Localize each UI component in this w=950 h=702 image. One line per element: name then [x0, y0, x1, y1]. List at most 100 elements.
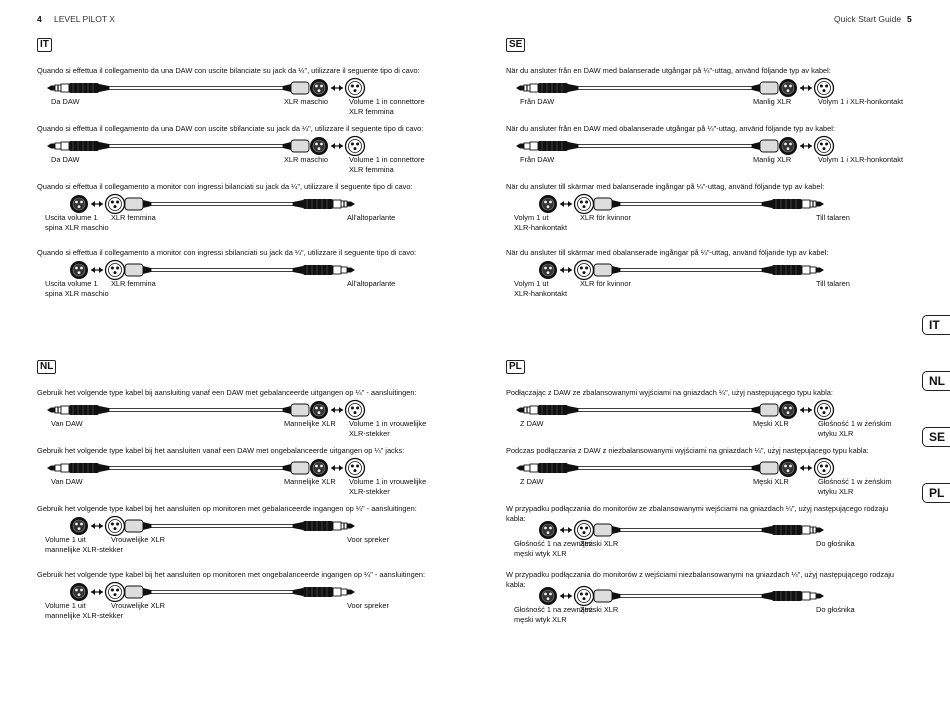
side-tab-pl[interactable]: PL [922, 483, 950, 503]
xlr-plug-icon [124, 519, 151, 533]
cable-caption: Quando si effettua il collegamento a mon… [37, 248, 417, 257]
xlr-plug-icon [752, 139, 779, 153]
ts-jack-icon [516, 463, 578, 473]
double-arrow-icon [800, 85, 812, 91]
cable-line [619, 267, 763, 272]
double-arrow-icon [800, 143, 812, 149]
xlr-male-icon [539, 521, 557, 539]
xlr-male-icon [310, 79, 328, 97]
cable-diagram [539, 259, 824, 281]
destination-label: Głośność 1 w żeńskim wtyku XLR [818, 419, 892, 438]
xlr-male-icon [70, 517, 88, 535]
double-arrow-icon [91, 523, 103, 529]
xlr-male-icon [779, 137, 797, 155]
side-tab-nl[interactable]: NL [922, 371, 950, 391]
cable-diagram [70, 193, 355, 215]
source-label: Volym 1 ut XLR-hankontakt [514, 213, 567, 232]
xlr-label: Żeński XLR [580, 539, 619, 548]
side-tab-se[interactable]: SE [922, 427, 950, 447]
cable-caption: Podłączając z DAW ze zbalansowanymi wyjś… [506, 388, 833, 397]
xlr-plug-icon [752, 81, 779, 95]
cable-line [577, 465, 753, 470]
double-arrow-icon [91, 201, 103, 207]
ts-jack-icon [47, 141, 109, 151]
double-arrow-icon [800, 465, 812, 471]
cable-line [619, 527, 763, 532]
cable-caption: W przypadku podłączania do monitorów z w… [506, 570, 894, 589]
ts-jack-icon [293, 587, 355, 597]
cable-caption: När du ansluter till skärmar med obalans… [506, 248, 829, 257]
destination-label: Volume 1 in vrouwelijke XLR-stekker [349, 419, 427, 438]
xlr-female-icon [813, 399, 835, 421]
xlr-male-icon [310, 401, 328, 419]
double-arrow-icon [560, 267, 572, 273]
source-label: Da DAW [51, 97, 80, 106]
trs-jack-icon [47, 83, 109, 93]
cable-caption: När du ansluter från en DAW med obalanse… [506, 124, 835, 133]
xlr-male-icon [779, 459, 797, 477]
destination-label: Voor spreker [347, 601, 389, 610]
destination-label: Volume 1 in connettore XLR femmina [349, 97, 425, 116]
left-page-number: 4 [37, 14, 42, 24]
source-label: Uscita volume 1 spina XLR maschio [45, 213, 109, 232]
cable-caption: Gebruik het volgende type kabel bij het … [37, 570, 426, 579]
xlr-plug-icon [593, 523, 620, 537]
right-header-title: Quick Start Guide [834, 14, 902, 24]
cable-diagram [516, 77, 835, 99]
ts-jack-icon [293, 265, 355, 275]
cable-line [150, 523, 294, 528]
xlr-plug-icon [124, 197, 151, 211]
xlr-label: Vrouwelijke XLR [111, 535, 165, 544]
language-tag: SE [506, 38, 526, 52]
ts-jack-icon [762, 591, 824, 601]
xlr-label: Vrouwelijke XLR [111, 601, 165, 610]
xlr-male-icon [539, 587, 557, 605]
double-arrow-icon [560, 527, 572, 533]
ts-jack-icon [762, 265, 824, 275]
double-arrow-icon [91, 589, 103, 595]
xlr-female-icon [104, 259, 126, 281]
xlr-plug-icon [283, 81, 310, 95]
cable-caption: Gebruik het volgende type kabel bij het … [37, 446, 405, 455]
cable-caption: Gebruik het volgende type kabel bij aans… [37, 388, 417, 397]
source-label: Från DAW [520, 155, 555, 164]
xlr-label: Mannelijke XLR [284, 477, 336, 486]
double-arrow-icon [91, 267, 103, 273]
source-label: Głośność 1 na zewnątrz męski wtyk XLR [514, 605, 593, 624]
source-label: Z DAW [520, 477, 544, 486]
source-label: Głośność 1 na zewnątrz męski wtyk XLR [514, 539, 593, 558]
xlr-plug-icon [593, 197, 620, 211]
destination-label: Głośność 1 w żeńskim wtyku XLR [818, 477, 892, 496]
side-tab-it[interactable]: IT [922, 315, 950, 335]
source-label: Z DAW [520, 419, 544, 428]
xlr-female-icon [813, 135, 835, 157]
xlr-label: XLR femmina [111, 279, 156, 288]
double-arrow-icon [800, 407, 812, 413]
language-tag: PL [506, 360, 525, 374]
ts-jack-icon [516, 141, 578, 151]
cable-diagram [47, 399, 366, 421]
trs-jack-icon [47, 405, 109, 415]
xlr-plug-icon [283, 403, 310, 417]
cable-diagram [539, 519, 824, 541]
cable-diagram [70, 581, 355, 603]
cable-caption: Gebruik het volgende type kabel bij het … [37, 504, 417, 513]
cable-caption: Podczas podłączania z DAW z niezbalansow… [506, 446, 869, 455]
cable-line [619, 201, 763, 206]
destination-label: All'altoparlante [347, 213, 396, 222]
trs-jack-icon [293, 521, 355, 531]
xlr-label: Manlig XLR [753, 97, 792, 106]
xlr-label: Mannelijke XLR [284, 419, 336, 428]
xlr-female-icon [573, 585, 595, 607]
cable-line [577, 85, 753, 90]
cable-diagram [516, 457, 835, 479]
destination-label: Voor spreker [347, 535, 389, 544]
xlr-male-icon [70, 261, 88, 279]
cable-line [108, 407, 284, 412]
destination-label: Volume 1 in vrouwelijke XLR-stekker [349, 477, 427, 496]
cable-line [619, 593, 763, 598]
cable-caption: W przypadku podłączania do monitorów ze … [506, 504, 889, 523]
xlr-male-icon [310, 459, 328, 477]
destination-label: Do głośnika [816, 605, 855, 614]
cable-diagram [70, 515, 355, 537]
